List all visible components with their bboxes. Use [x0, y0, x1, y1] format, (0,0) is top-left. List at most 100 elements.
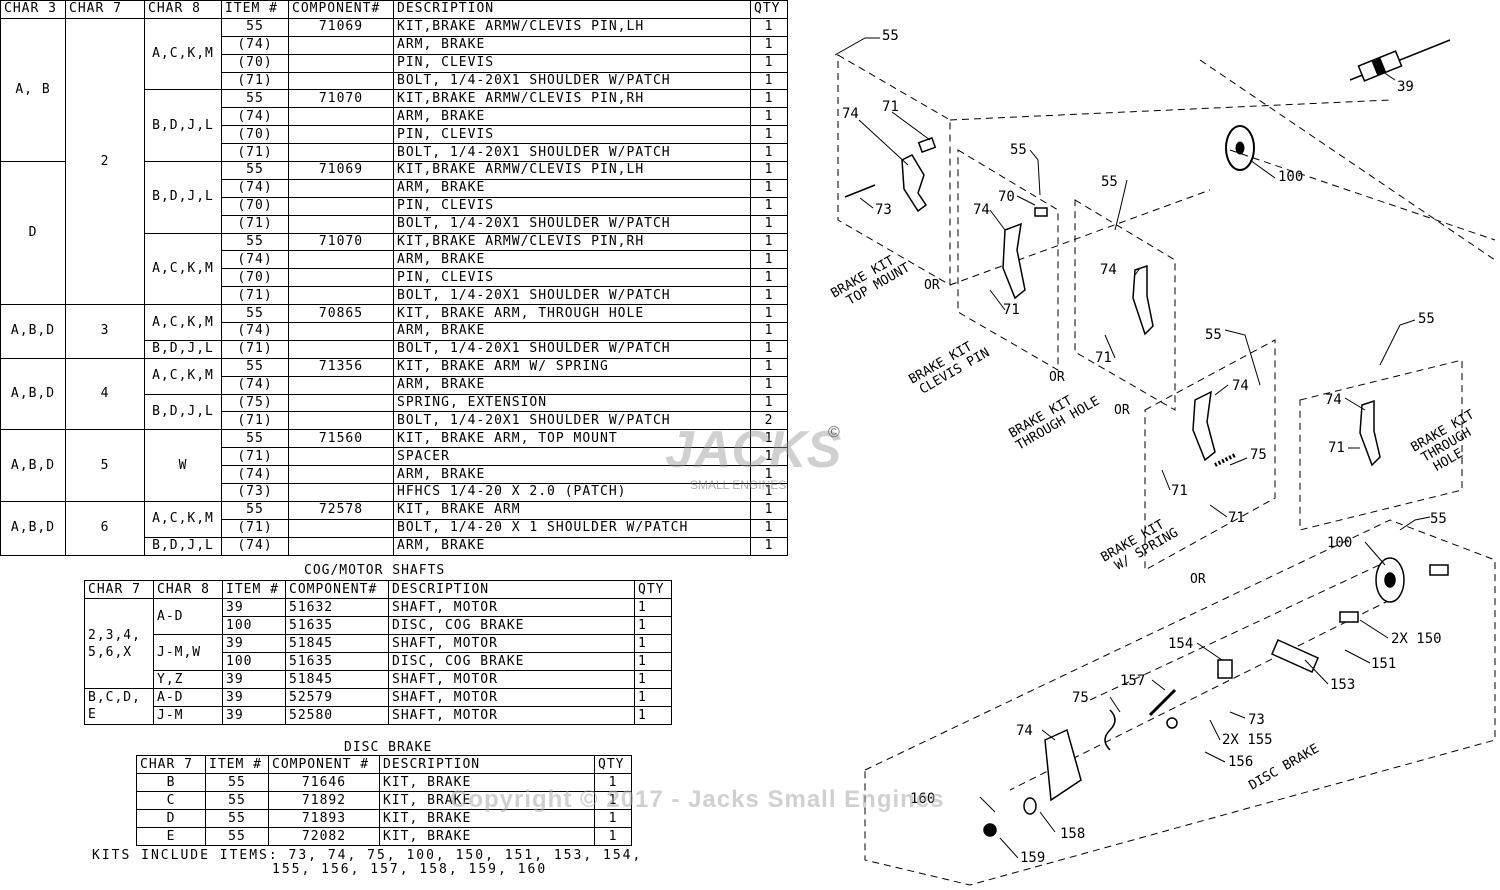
qty-cell: 1	[750, 161, 788, 180]
callout-71-f: 71	[1328, 440, 1345, 456]
char8-cell: A-D	[153, 598, 223, 635]
or-label-2: OR	[1049, 370, 1065, 385]
item-cell: (74)	[221, 375, 289, 395]
char3-cell: A,B,D	[0, 429, 66, 502]
qty-cell: 1	[750, 393, 788, 413]
guide-line-3	[1229, 149, 1496, 241]
callout-157: 157	[1120, 673, 1145, 689]
callout-73-b: 73	[1248, 712, 1265, 728]
description-cell: ARM, BRAKE	[393, 536, 751, 556]
qty-cell: 1	[750, 250, 788, 270]
callout-154: 154	[1168, 636, 1193, 652]
callout-159: 159	[1020, 850, 1045, 866]
component-cell: 71356	[288, 357, 394, 377]
char8-cell: B,D,J,L	[144, 536, 222, 556]
panel-disc-brake	[864, 519, 1496, 886]
watermark-logo-sub: SMALL ENGINES	[690, 478, 787, 492]
brake-arm-parts	[844, 136, 1381, 467]
callout-74-f: 74	[1016, 723, 1033, 739]
qty-cell: 1	[634, 598, 672, 617]
cog-motor-shafts-table: CHAR 7 CHAR 8 ITEM # COMPONENT# DESCRIPT…	[84, 580, 672, 725]
qty-cell: 1	[750, 17, 788, 37]
callout-55-d: 55	[1205, 327, 1222, 343]
char3-cell: A, B	[0, 17, 66, 163]
item-cell: 39	[222, 634, 286, 653]
callout-100-b: 100	[1327, 535, 1352, 551]
disc-table-caption: DISC BRAKE	[344, 740, 433, 755]
item-cell: 100	[222, 616, 286, 635]
item-cell: (71)	[221, 71, 289, 91]
char7-cell: 2	[65, 17, 145, 306]
component-cell	[288, 322, 394, 341]
washer	[1023, 797, 1037, 815]
description-cell: KIT, BRAKE ARM, THROUGH HOLE	[393, 304, 751, 324]
panel-through-hole-2	[1299, 359, 1463, 531]
description-cell: ARM, BRAKE	[393, 322, 751, 341]
item-cell: (75)	[221, 393, 289, 413]
item-cell: (74)	[221, 35, 289, 55]
stud	[1148, 688, 1177, 717]
component-cell	[288, 178, 394, 198]
component-cell	[288, 536, 394, 556]
qty-cell: 1	[750, 35, 788, 55]
component-cell	[288, 71, 394, 91]
kits-include-note: KITS INCLUDE ITEMS: 73, 74, 75, 100, 150…	[92, 849, 642, 877]
component-cell	[288, 339, 394, 359]
description-cell: SHAFT, MOTOR	[388, 688, 635, 707]
item-cell: 55	[221, 357, 289, 377]
qty-cell: 1	[750, 196, 788, 216]
description-cell: SHAFT, MOTOR	[388, 598, 635, 617]
extension-spring	[1214, 453, 1236, 467]
component-cell: 71070	[288, 232, 394, 252]
component-cell	[288, 125, 394, 145]
panel-spring	[1144, 339, 1276, 571]
item-cell: (74)	[221, 107, 289, 127]
description-cell: KIT, BRAKE ARM	[393, 500, 751, 520]
item-cell: 39	[222, 598, 286, 617]
component-cell	[288, 196, 394, 216]
char8-cell: A,C,K,M	[144, 232, 222, 306]
callout-73-a: 73	[875, 202, 892, 218]
leader-lines	[834, 37, 1431, 859]
char3-cell: A,B,D	[0, 357, 66, 431]
item-cell: (71)	[221, 518, 289, 538]
callout-71-b: 71	[1003, 302, 1020, 318]
callout-74-a: 74	[842, 106, 859, 122]
qty-cell: 1	[750, 375, 788, 395]
or-label-3: OR	[1114, 403, 1130, 418]
callout-74-c: 74	[1100, 262, 1117, 278]
item-cell: (74)	[221, 178, 289, 198]
char8-cell: A,C,K,M	[144, 17, 222, 91]
kit-panels	[837, 54, 1496, 886]
header-qty: QTY	[594, 755, 632, 774]
or-label-4: OR	[1190, 572, 1206, 587]
callout-156: 156	[1228, 754, 1253, 770]
callout-75-a: 75	[1250, 447, 1267, 463]
header-char8: CHAR 8	[153, 580, 223, 599]
char8-cell: B,D,J,L	[144, 89, 222, 163]
char3-cell: A,B,D	[0, 304, 66, 359]
callout-100-a: 100	[1278, 169, 1303, 185]
component-cell	[288, 411, 394, 431]
qty-cell: 1	[750, 429, 788, 449]
description-cell: BOLT, 1/4-20 X 1 SHOULDER W/PATCH	[393, 518, 751, 538]
qty-cell: 1	[750, 322, 788, 341]
exploded-parts-diagram: 55 39 74 71 73 100 55 70 74 71 55 74 71 …	[829, 28, 1496, 886]
description-cell: PIN, CLEVIS	[393, 196, 751, 216]
table-row: B,D,J,L(71)BOLT, 1/4-20X1 SHOULDER W/PAT…	[1, 339, 788, 359]
callout-160: 160	[910, 791, 935, 807]
char8-cell: A,C,K,M	[144, 500, 222, 538]
item-cell: 55	[205, 809, 269, 828]
item-cell: 55	[221, 17, 289, 37]
qty-cell: 1	[594, 827, 632, 846]
description-cell: SPRING, EXTENSION	[393, 393, 751, 413]
item-cell: 55	[221, 161, 289, 180]
component-cell: 52579	[285, 688, 389, 707]
callout-75-b: 75	[1072, 690, 1089, 706]
